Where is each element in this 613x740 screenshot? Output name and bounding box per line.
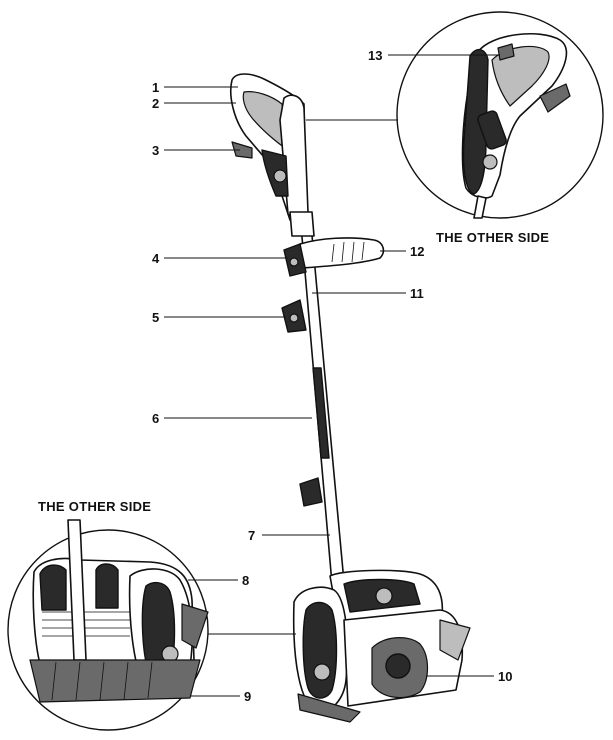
callout-11: 11 <box>410 286 424 301</box>
caption-other-side-top: THE OTHER SIDE <box>436 230 549 245</box>
callout-1: 1 <box>152 80 159 95</box>
shaft-branding <box>312 367 330 459</box>
callout-3: 3 <box>152 143 159 158</box>
zoom-circle-bottom: THE OTHER SIDE <box>7 499 209 731</box>
power-shovel <box>230 73 471 723</box>
callout-9: 9 <box>244 689 251 704</box>
callout-8: 8 <box>242 573 249 588</box>
head-other-side-detail <box>29 519 209 703</box>
handle-opening <box>242 91 289 151</box>
callout-10: 10 <box>498 669 512 684</box>
callout-2: 2 <box>152 96 159 111</box>
callout-13: 13 <box>368 48 382 63</box>
callout-4: 4 <box>152 251 160 266</box>
auxiliary-handle <box>299 237 385 269</box>
callout-7: 7 <box>248 528 255 543</box>
shovel-head <box>292 569 471 723</box>
zoom-circle-top: THE OTHER SIDE <box>396 11 604 245</box>
callout-numbers: 1 2 3 4 5 6 7 8 9 10 11 12 13 <box>152 48 512 704</box>
caption-other-side-bottom: THE OTHER SIDE <box>38 499 151 514</box>
callout-5: 5 <box>152 310 159 325</box>
callout-6: 6 <box>152 411 159 426</box>
lock-off-button-icon <box>273 169 287 183</box>
lower-shaft-knob <box>299 477 323 507</box>
trigger <box>231 141 253 159</box>
leader-lines <box>164 54 500 697</box>
callout-12: 12 <box>410 244 424 259</box>
handle-other-side-detail <box>461 33 571 219</box>
